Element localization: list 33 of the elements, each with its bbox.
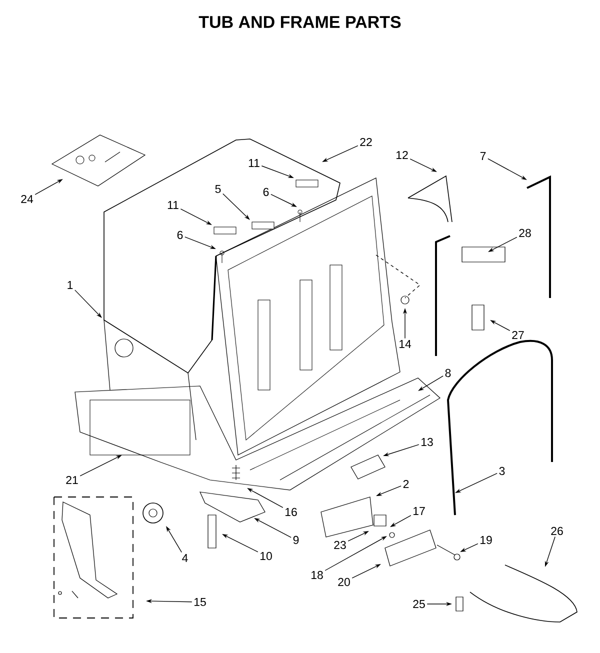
callout-number: 12 <box>396 151 408 160</box>
callout-number: 11 <box>248 159 260 167</box>
callout-number: 20 <box>338 578 350 586</box>
callout-number: 1 <box>68 281 73 289</box>
callout-number: 28 <box>519 228 531 238</box>
callout-number: 3 <box>499 466 505 476</box>
callout-number: 10 <box>260 552 272 560</box>
callout-number: 14 <box>399 340 412 348</box>
callout-number: 2 <box>403 480 409 488</box>
leader-line <box>222 193 250 220</box>
callout-number: 8 <box>445 368 451 378</box>
callout-number: 22 <box>360 138 372 146</box>
callout-number: 27 <box>512 331 524 340</box>
callout-number: 6 <box>177 230 183 240</box>
callout-number: 11 <box>168 201 178 209</box>
callout-number: 15 <box>194 598 206 606</box>
callout-number: 4 <box>182 554 188 562</box>
callout-number: 7 <box>480 152 486 160</box>
callout-number: 5 <box>215 185 221 194</box>
callout-number: 23 <box>334 540 346 550</box>
callout-number: 19 <box>480 536 492 544</box>
callout-number: 6 <box>263 188 269 196</box>
title: TUB AND FRAME PARTS <box>198 16 401 28</box>
callout-number: 9 <box>293 536 299 544</box>
callout-number: 17 <box>413 507 425 515</box>
callout-number: 21 <box>66 476 78 484</box>
callout-number: 18 <box>311 570 323 580</box>
callout-number: 16 <box>285 508 297 516</box>
callout-number: 13 <box>421 438 433 446</box>
callout-number: 26 <box>551 526 563 536</box>
callout-number: 25 <box>413 600 425 608</box>
callout-number: 24 <box>21 195 34 204</box>
leader-line <box>74 290 102 318</box>
